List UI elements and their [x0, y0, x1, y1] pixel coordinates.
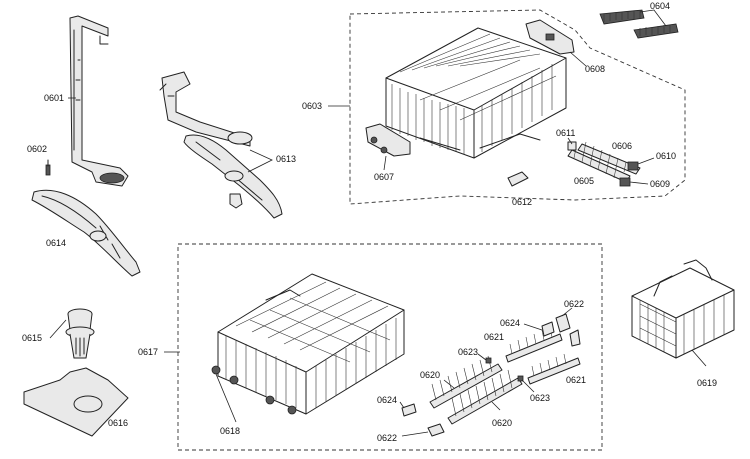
leader-0618	[215, 373, 237, 423]
label-0610: 0610	[656, 151, 676, 161]
part-0620-tine-row-upper	[429, 355, 503, 409]
lower-rack-group-boundary	[177, 243, 603, 451]
part-0607-adjuster	[365, 123, 411, 157]
leader-0624a	[523, 323, 543, 331]
leader-0611	[567, 137, 573, 145]
label-0602: 0602	[27, 144, 47, 154]
label-0623a: 0623	[458, 347, 478, 357]
part-0604-tine-rows	[599, 9, 679, 39]
part-0608-adjuster	[525, 19, 575, 55]
label-0615: 0615	[22, 333, 42, 343]
part-0615-filter	[65, 308, 95, 359]
label-0618: 0618	[220, 426, 240, 436]
label-0617: 0617	[138, 347, 158, 357]
part-0609-cap	[619, 177, 631, 187]
part-0618-wheels	[211, 365, 297, 415]
label-0620a: 0620	[420, 370, 440, 380]
part-0624-holders	[401, 321, 555, 417]
part-0611-stop	[567, 141, 577, 151]
leader-0620b	[491, 401, 501, 411]
part-0601-feed-tube	[69, 15, 129, 187]
label-0624b: 0624	[377, 395, 397, 405]
label-0616: 0616	[108, 418, 128, 428]
part-0622-brackets	[427, 313, 581, 437]
part-0623-clips	[485, 357, 524, 382]
label-0622b: 0622	[377, 433, 397, 443]
leader-0624b	[399, 401, 405, 409]
label-0609: 0609	[650, 179, 670, 189]
label-0622a: 0622	[564, 299, 584, 309]
leader-0623b	[521, 379, 535, 393]
upper-rack-group-boundary	[349, 9, 686, 205]
leader-0619	[691, 349, 707, 367]
part-0602-screw	[45, 159, 51, 176]
leader-0615	[49, 319, 67, 339]
part-0621-tine-rows	[505, 326, 581, 385]
part-0605-0606-tine-rows	[567, 141, 641, 183]
label-0620b: 0620	[492, 418, 512, 428]
label-0612: 0612	[512, 197, 532, 207]
part-0616-cover-plate	[23, 367, 129, 437]
leader-0620a	[443, 379, 455, 389]
label-0613: 0613	[276, 154, 296, 164]
label-0619: 0619	[697, 378, 717, 388]
label-0603: 0603	[302, 101, 322, 111]
label-0611: 0611	[556, 128, 575, 138]
label-0607: 0607	[374, 172, 394, 182]
leader-0622b	[401, 431, 429, 437]
label-0621a: 0621	[484, 332, 504, 342]
leader-0608	[569, 51, 587, 67]
label-0623b: 0623	[530, 393, 550, 403]
part-0610-cap	[627, 161, 639, 171]
label-0601: 0601	[44, 93, 64, 103]
label-0608: 0608	[585, 64, 605, 74]
part-0617-lower-rack	[217, 273, 405, 415]
leader-0604	[639, 9, 667, 27]
label-0605: 0605	[574, 176, 594, 186]
label-0614: 0614	[46, 238, 66, 248]
label-0621b: 0621	[566, 375, 586, 385]
label-0606: 0606	[612, 141, 632, 151]
part-0612-clip	[507, 171, 529, 187]
part-0613-spray-arms	[159, 71, 283, 219]
label-0624a: 0624	[500, 318, 520, 328]
leader-0609	[629, 181, 649, 185]
part-0619-cutlery-basket	[631, 259, 735, 359]
part-0603-upper-rack	[385, 27, 567, 159]
label-0604: 0604	[650, 1, 670, 11]
leader-0622a	[561, 307, 573, 317]
leader-0610	[637, 157, 655, 165]
part-0614-lower-spray-arm	[31, 189, 141, 277]
part-0620-tine-row-lower	[447, 369, 523, 425]
leader-0623a	[477, 353, 487, 361]
leader-0607	[383, 155, 387, 171]
leader-0613	[247, 149, 273, 173]
